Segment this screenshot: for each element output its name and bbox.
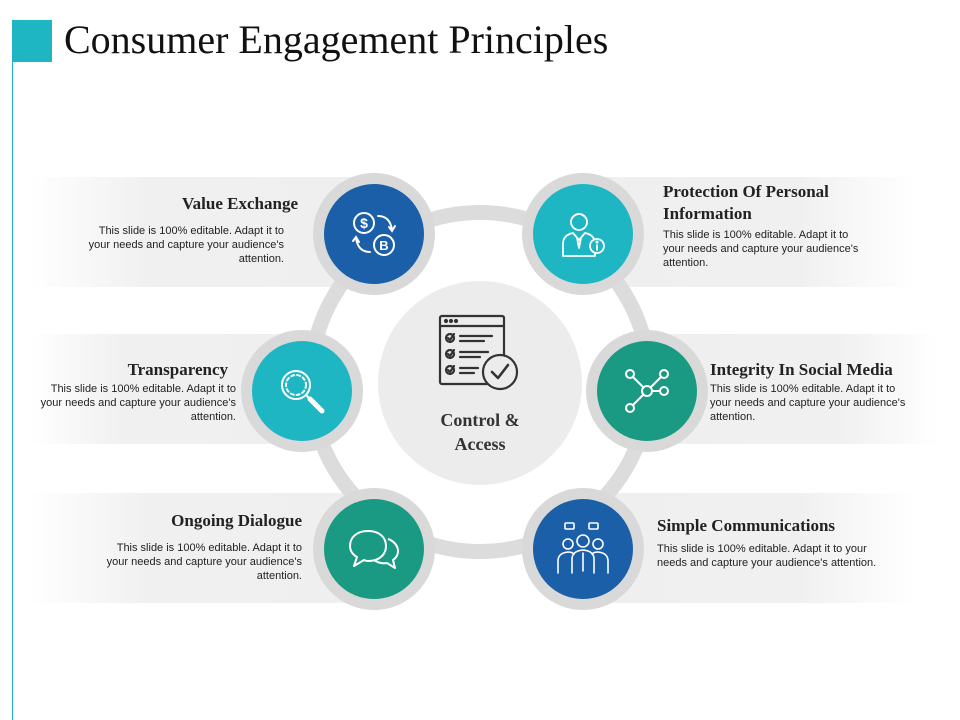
svg-text:B: B bbox=[379, 238, 388, 253]
node-disc bbox=[324, 184, 424, 284]
desc-value-exchange: This slide is 100% editable. Adapt it to… bbox=[88, 225, 284, 265]
heading-value-exchange: Value Exchange bbox=[181, 194, 298, 213]
desc-ongoing-dialogue: This slide is 100% editable. Adapt it to… bbox=[106, 542, 302, 582]
node-disc bbox=[324, 499, 424, 599]
network-icon bbox=[625, 369, 669, 413]
node-disc bbox=[597, 341, 697, 441]
node-ongoing-dialogue bbox=[313, 488, 435, 610]
team-icon bbox=[557, 522, 609, 574]
svg-text:$: $ bbox=[360, 215, 368, 231]
left-accent-rule bbox=[12, 62, 13, 720]
node-disc bbox=[533, 499, 633, 599]
magnifier-icon bbox=[281, 370, 325, 414]
checklist-icon bbox=[438, 314, 519, 391]
heading-simple-communications: Simple Communications bbox=[657, 516, 836, 535]
chat-bubbles-icon bbox=[349, 530, 399, 569]
heading-integrity: Integrity In Social Media bbox=[710, 360, 893, 379]
heading-protection: Protection Of Personal Information bbox=[663, 182, 829, 223]
desc-integrity: This slide is 100% editable. Adapt it to… bbox=[710, 383, 906, 423]
title-accent-square bbox=[12, 20, 52, 62]
node-integrity bbox=[586, 330, 708, 452]
node-transparency bbox=[241, 330, 363, 452]
currency-exchange-icon: $ B bbox=[352, 212, 396, 256]
user-info-icon bbox=[562, 213, 605, 257]
desc-transparency: This slide is 100% editable. Adapt it to… bbox=[40, 383, 236, 423]
node-simple-communications bbox=[522, 488, 644, 610]
heading-transparency: Transparency bbox=[127, 360, 228, 379]
heading-ongoing-dialogue: Ongoing Dialogue bbox=[171, 511, 302, 530]
node-protection bbox=[522, 173, 644, 295]
node-value-exchange: $ B bbox=[313, 173, 435, 295]
desc-simple-communications: This slide is 100% editable. Adapt it to… bbox=[657, 543, 877, 569]
center-label: Control & Access bbox=[440, 410, 520, 454]
slide-title: Consumer Engagement Principles bbox=[64, 17, 609, 62]
node-disc bbox=[252, 341, 352, 441]
desc-protection: This slide is 100% editable. Adapt it to… bbox=[663, 229, 859, 269]
